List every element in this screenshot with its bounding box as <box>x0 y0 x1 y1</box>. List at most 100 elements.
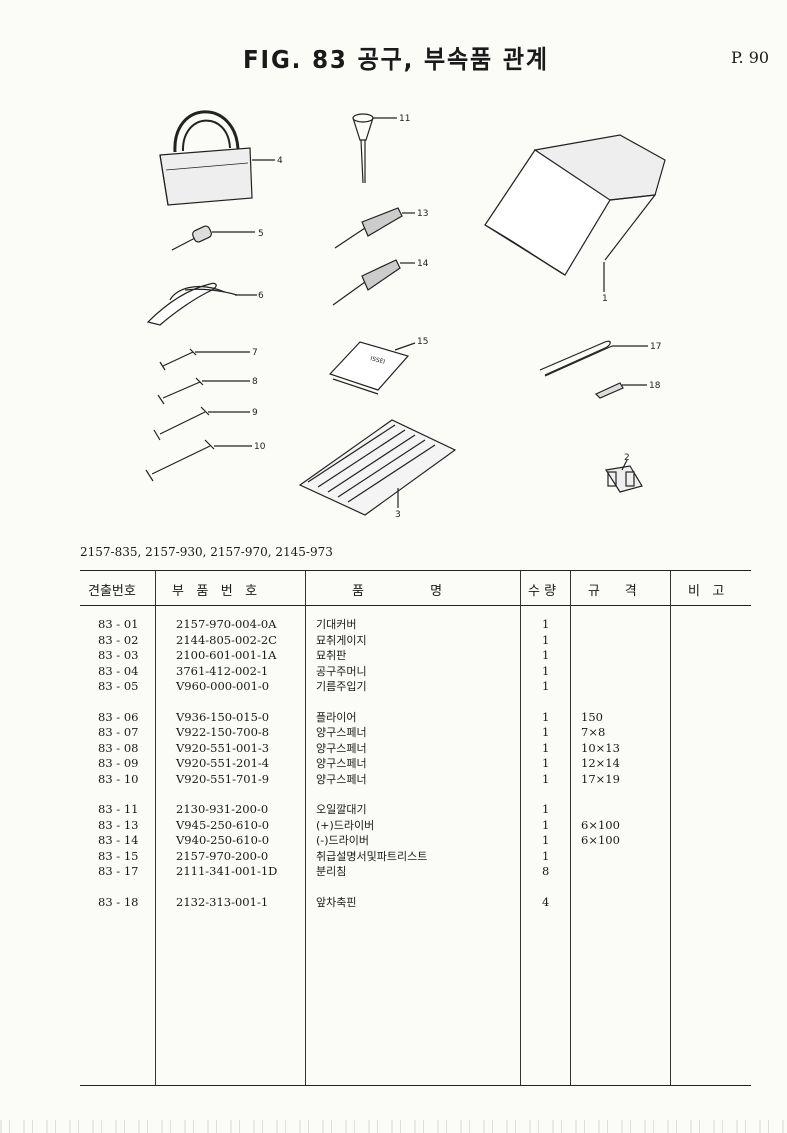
part-name-cell: 기대커버 <box>316 618 357 631</box>
manual-icon <box>328 341 416 395</box>
svg-text:7: 7 <box>252 348 258 358</box>
part-name-cell: 양구스페너 <box>316 772 367 786</box>
index-cell: 83 - 15 <box>98 848 139 863</box>
quantity-cell: 1 <box>542 756 550 770</box>
header-part-number: 부 품 번 호 <box>172 584 258 599</box>
part-name-cell: 플라이어 <box>316 710 357 724</box>
header-index: 견출번호 <box>88 584 136 599</box>
pliers-icon <box>146 282 257 326</box>
spec-cell: 150 <box>581 709 603 724</box>
table-row: 83 - 01 2157-970-004-0A 기대커버 1 <box>80 617 751 633</box>
gauge-icon <box>605 459 643 493</box>
part-name-cell: 묘취게이지 <box>316 633 367 647</box>
index-cell: 83 - 04 <box>98 663 139 678</box>
part-name-cell: (+)드라이버 <box>316 818 375 832</box>
svg-text:1: 1 <box>602 294 608 304</box>
index-cell: 83 - 10 <box>98 771 139 786</box>
quantity-cell: 1 <box>542 617 550 631</box>
spanner-icon-10 <box>145 439 252 482</box>
spec-cell: 17×19 <box>581 771 620 786</box>
spec-cell: 6×100 <box>581 833 620 847</box>
header-spec: 규 격 <box>588 584 637 599</box>
quantity-cell: 1 <box>542 725 550 739</box>
part-number-cell: 2130-931-200-0 <box>176 802 269 816</box>
header-quantity: 수 량 <box>528 584 557 599</box>
index-cell: 83 - 02 <box>98 632 139 647</box>
index-cell: 83 - 14 <box>98 833 139 847</box>
page-number: P. 90 <box>731 48 770 67</box>
index-cell: 83 - 17 <box>98 864 139 878</box>
screwdriver-plus-icon <box>334 207 415 249</box>
quantity-cell: 1 <box>542 848 550 863</box>
table-row: 83 - 04 3761-412-002-1 공구주머니 1 <box>80 664 751 680</box>
part-number-cell: V945-250-610-0 <box>176 817 270 832</box>
svg-text:6: 6 <box>258 291 264 301</box>
quantity-cell: 1 <box>542 802 550 816</box>
page-title: FIG. 83 공구, 부속품 관계 <box>243 45 549 74</box>
part-number-cell: 2157-970-200-0 <box>176 848 269 863</box>
svg-text:11: 11 <box>399 114 410 124</box>
part-number-cell: 3761-412-002-1 <box>176 663 269 678</box>
screwdriver-minus-icon <box>332 259 415 306</box>
svg-text:ISSEI: ISSEI <box>369 355 385 366</box>
part-number-cell: V940-250-610-0 <box>176 833 270 847</box>
svg-text:10: 10 <box>254 442 266 452</box>
spanner-icon-9 <box>153 406 250 441</box>
svg-text:15: 15 <box>417 337 428 347</box>
part-name-cell: 공구주머니 <box>316 664 367 678</box>
svg-text:3: 3 <box>395 510 401 520</box>
index-cell: 83 - 01 <box>98 617 139 631</box>
part-name-cell: 취급설명서및파트리스트 <box>316 849 428 863</box>
index-cell: 83 - 11 <box>98 802 139 816</box>
scan-edge <box>0 1120 787 1133</box>
svg-text:13: 13 <box>417 209 428 219</box>
spec-cell: 6×100 <box>581 817 620 832</box>
part-number-cell: V920-551-201-4 <box>176 756 270 770</box>
part-name-cell: 양구스페너 <box>316 757 367 770</box>
quantity-cell: 1 <box>542 648 550 662</box>
part-name-cell: 양구스페너 <box>316 726 367 739</box>
separator-pin-icon <box>539 340 648 377</box>
part-number-cell: V922-150-700-8 <box>176 725 270 739</box>
tool-bag-icon <box>159 110 275 206</box>
model-numbers: 2157-835, 2157-930, 2157-970, 2145-973 <box>80 545 333 559</box>
callout-labels: 4 5 6 7 8 9 10 11 13 14 15 3 1 17 18 2 I… <box>252 114 661 520</box>
quantity-cell: 4 <box>542 894 550 909</box>
spec-cell: 12×14 <box>581 756 620 770</box>
spec-cell: 7×8 <box>581 725 606 739</box>
header-remarks: 비 고 <box>688 584 725 599</box>
part-name-cell: 분리침 <box>316 865 347 878</box>
part-number-cell: 2111-341-001-1D <box>176 864 278 878</box>
svg-text:8: 8 <box>252 377 258 387</box>
quantity-cell: 1 <box>542 632 550 647</box>
part-number-cell: V920-551-001-3 <box>176 740 270 755</box>
table-row: 83 - 15 2157-970-200-0 취급설명서및파트리스트 1 <box>80 849 751 865</box>
svg-text:17: 17 <box>650 342 661 352</box>
svg-text:9: 9 <box>252 408 258 418</box>
part-number-cell: 2157-970-004-0A <box>176 617 277 631</box>
axle-pin-icon <box>594 382 647 399</box>
part-name-cell: 앞차축핀 <box>316 895 357 909</box>
part-number-cell: V936-150-015-0 <box>176 709 270 724</box>
part-name-cell: (-)드라이버 <box>316 834 370 847</box>
part-number-cell: 2132-313-001-1 <box>176 894 269 909</box>
part-number-cell: V960-000-001-0 <box>176 679 270 693</box>
index-cell: 83 - 06 <box>98 709 139 724</box>
index-cell: 83 - 05 <box>98 679 139 693</box>
quantity-cell: 1 <box>542 663 550 678</box>
svg-text:14: 14 <box>417 259 429 269</box>
gauge-plate-icon <box>298 419 457 516</box>
